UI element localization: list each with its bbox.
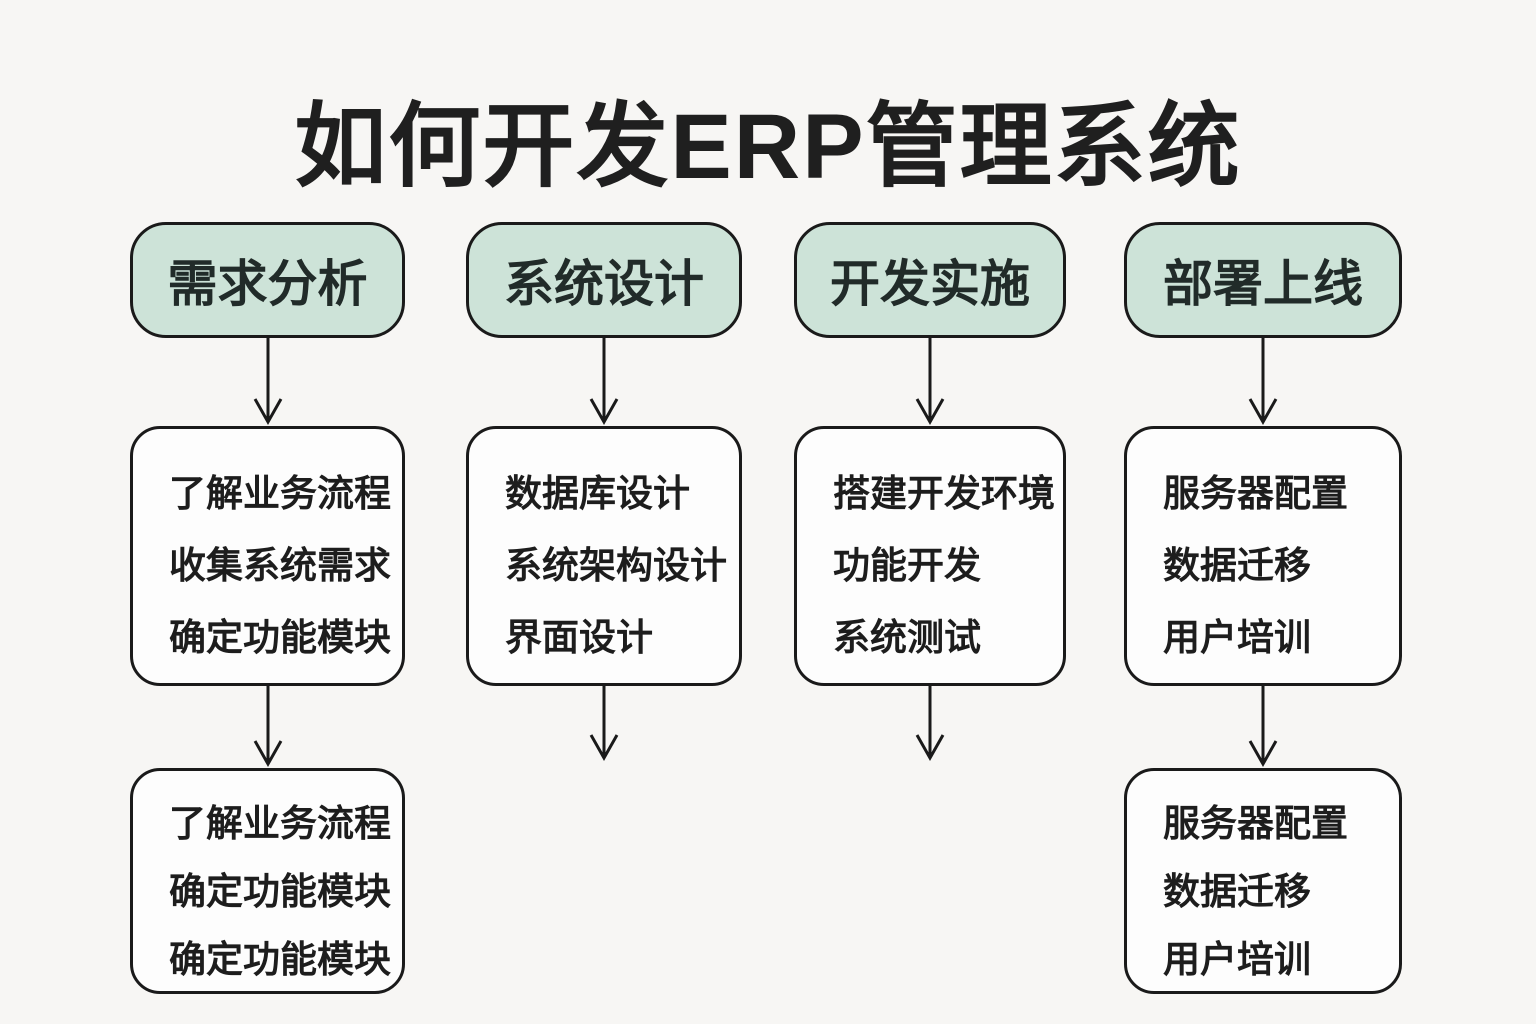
stage-header-deployment: 部署上线 (1124, 222, 1402, 338)
arrow-down-icon (1248, 338, 1278, 426)
detail-line: 功能开发 (833, 545, 981, 586)
detail-line: 确定功能模块 (169, 939, 391, 980)
detail-line: 了解业务流程 (169, 803, 391, 844)
arrow-down-icon (589, 686, 619, 762)
stage-header-requirements: 需求分析 (130, 222, 405, 338)
detail-line: 收集系统需求 (169, 545, 391, 586)
stage-header-development: 开发实施 (794, 222, 1066, 338)
detail-box-requirements-1: 了解业务流程 收集系统需求 确定功能模块 (130, 426, 405, 686)
arrow-down-icon (253, 686, 282, 768)
arrow-down-icon (589, 338, 619, 426)
detail-box-deployment-2: 服务器配置 数据迁移 用户培训 (1124, 768, 1402, 994)
detail-line: 数据库设计 (505, 473, 690, 514)
arrow-down-icon (1248, 686, 1278, 768)
column-requirements-analysis: 需求分析 了解业务流程 收集系统需求 确定功能模块 了解业务流程 确定功能模块 … (130, 0, 405, 1024)
detail-line: 界面设计 (505, 617, 653, 658)
detail-line: 服务器配置 (1163, 803, 1348, 844)
detail-box-system-design: 数据库设计 系统架构设计 界面设计 (466, 426, 742, 686)
detail-line: 系统测试 (833, 617, 981, 658)
detail-line: 系统架构设计 (505, 545, 727, 586)
detail-line: 了解业务流程 (169, 473, 391, 514)
detail-line: 数据迁移 (1163, 545, 1311, 586)
detail-line: 确定功能模块 (169, 871, 391, 912)
column-deployment-launch: 部署上线 服务器配置 数据迁移 用户培训 服务器配置 数据迁移 用户培训 (1124, 0, 1402, 1024)
arrow-down-icon (915, 686, 945, 762)
arrow-down-icon (253, 338, 282, 426)
detail-box-requirements-2: 了解业务流程 确定功能模块 确定功能模块 (130, 768, 405, 994)
detail-line: 数据迁移 (1163, 871, 1311, 912)
detail-line: 确定功能模块 (169, 617, 391, 658)
detail-box-development: 搭建开发环境 功能开发 系统测试 (794, 426, 1066, 686)
column-system-design: 系统设计 数据库设计 系统架构设计 界面设计 (466, 0, 742, 1024)
detail-line: 用户培训 (1163, 617, 1311, 658)
detail-line: 服务器配置 (1163, 473, 1348, 514)
column-development-implementation: 开发实施 搭建开发环境 功能开发 系统测试 (794, 0, 1066, 1024)
page-title: 如何开发ERP管理系统 (294, 96, 1242, 198)
stage-header-system-design: 系统设计 (466, 222, 742, 338)
arrow-down-icon (915, 338, 945, 426)
detail-box-deployment-1: 服务器配置 数据迁移 用户培训 (1124, 426, 1402, 686)
detail-line: 搭建开发环境 (833, 473, 1055, 514)
detail-line: 用户培训 (1163, 939, 1311, 980)
